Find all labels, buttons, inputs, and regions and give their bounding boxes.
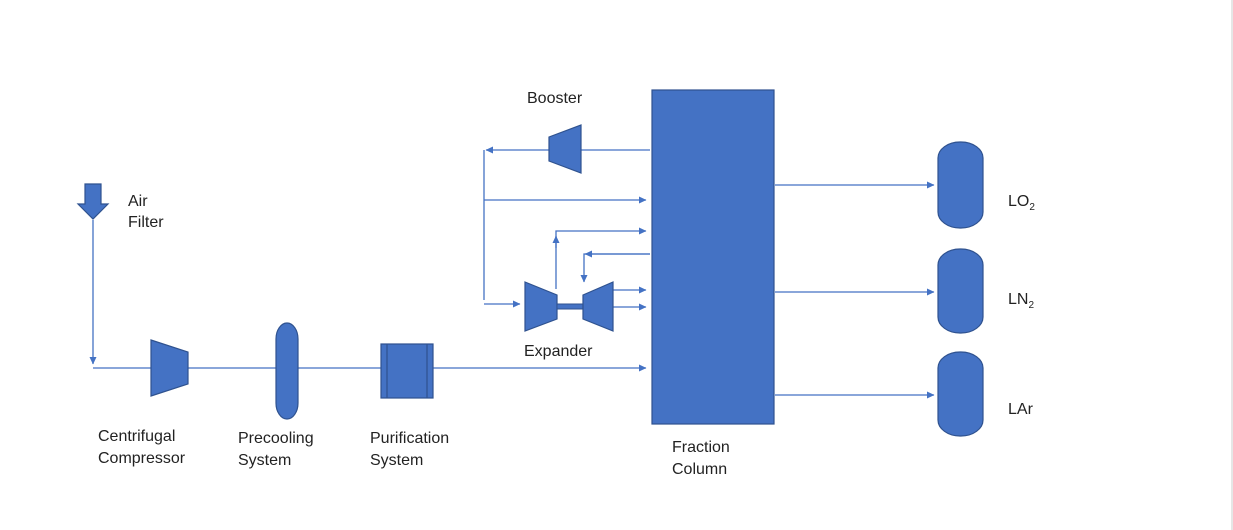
column-return-line [580, 253, 650, 283]
expander-label: Expander [524, 343, 593, 360]
centrifugal-compressor [150, 339, 189, 397]
ln2-tank [937, 248, 984, 334]
expander [524, 281, 614, 332]
air-filter-label: Air Filter [128, 193, 164, 231]
booster-label: Booster [527, 90, 583, 107]
air-filter-icon [76, 183, 110, 220]
lo2-label: LO2 [1008, 193, 1035, 213]
booster [548, 124, 582, 174]
purification-system-label: Purification System [370, 430, 454, 469]
ln2-label: LN2 [1008, 291, 1034, 311]
fraction-column [651, 89, 775, 425]
fraction-column-label: Fraction Column [672, 439, 734, 478]
expander-outlet-line [555, 227, 647, 289]
purification-system [380, 343, 434, 399]
precooling-system-label: Precooling System [238, 430, 318, 469]
flow-lines [89, 146, 935, 399]
page-edge-divider [1231, 0, 1233, 530]
lar-label: LAr [1008, 401, 1034, 418]
lar-tank [937, 351, 984, 437]
lo2-tank [937, 141, 984, 229]
centrifugal-compressor-label: Centrifugal Compressor [98, 428, 186, 467]
precooling-system [275, 322, 299, 420]
